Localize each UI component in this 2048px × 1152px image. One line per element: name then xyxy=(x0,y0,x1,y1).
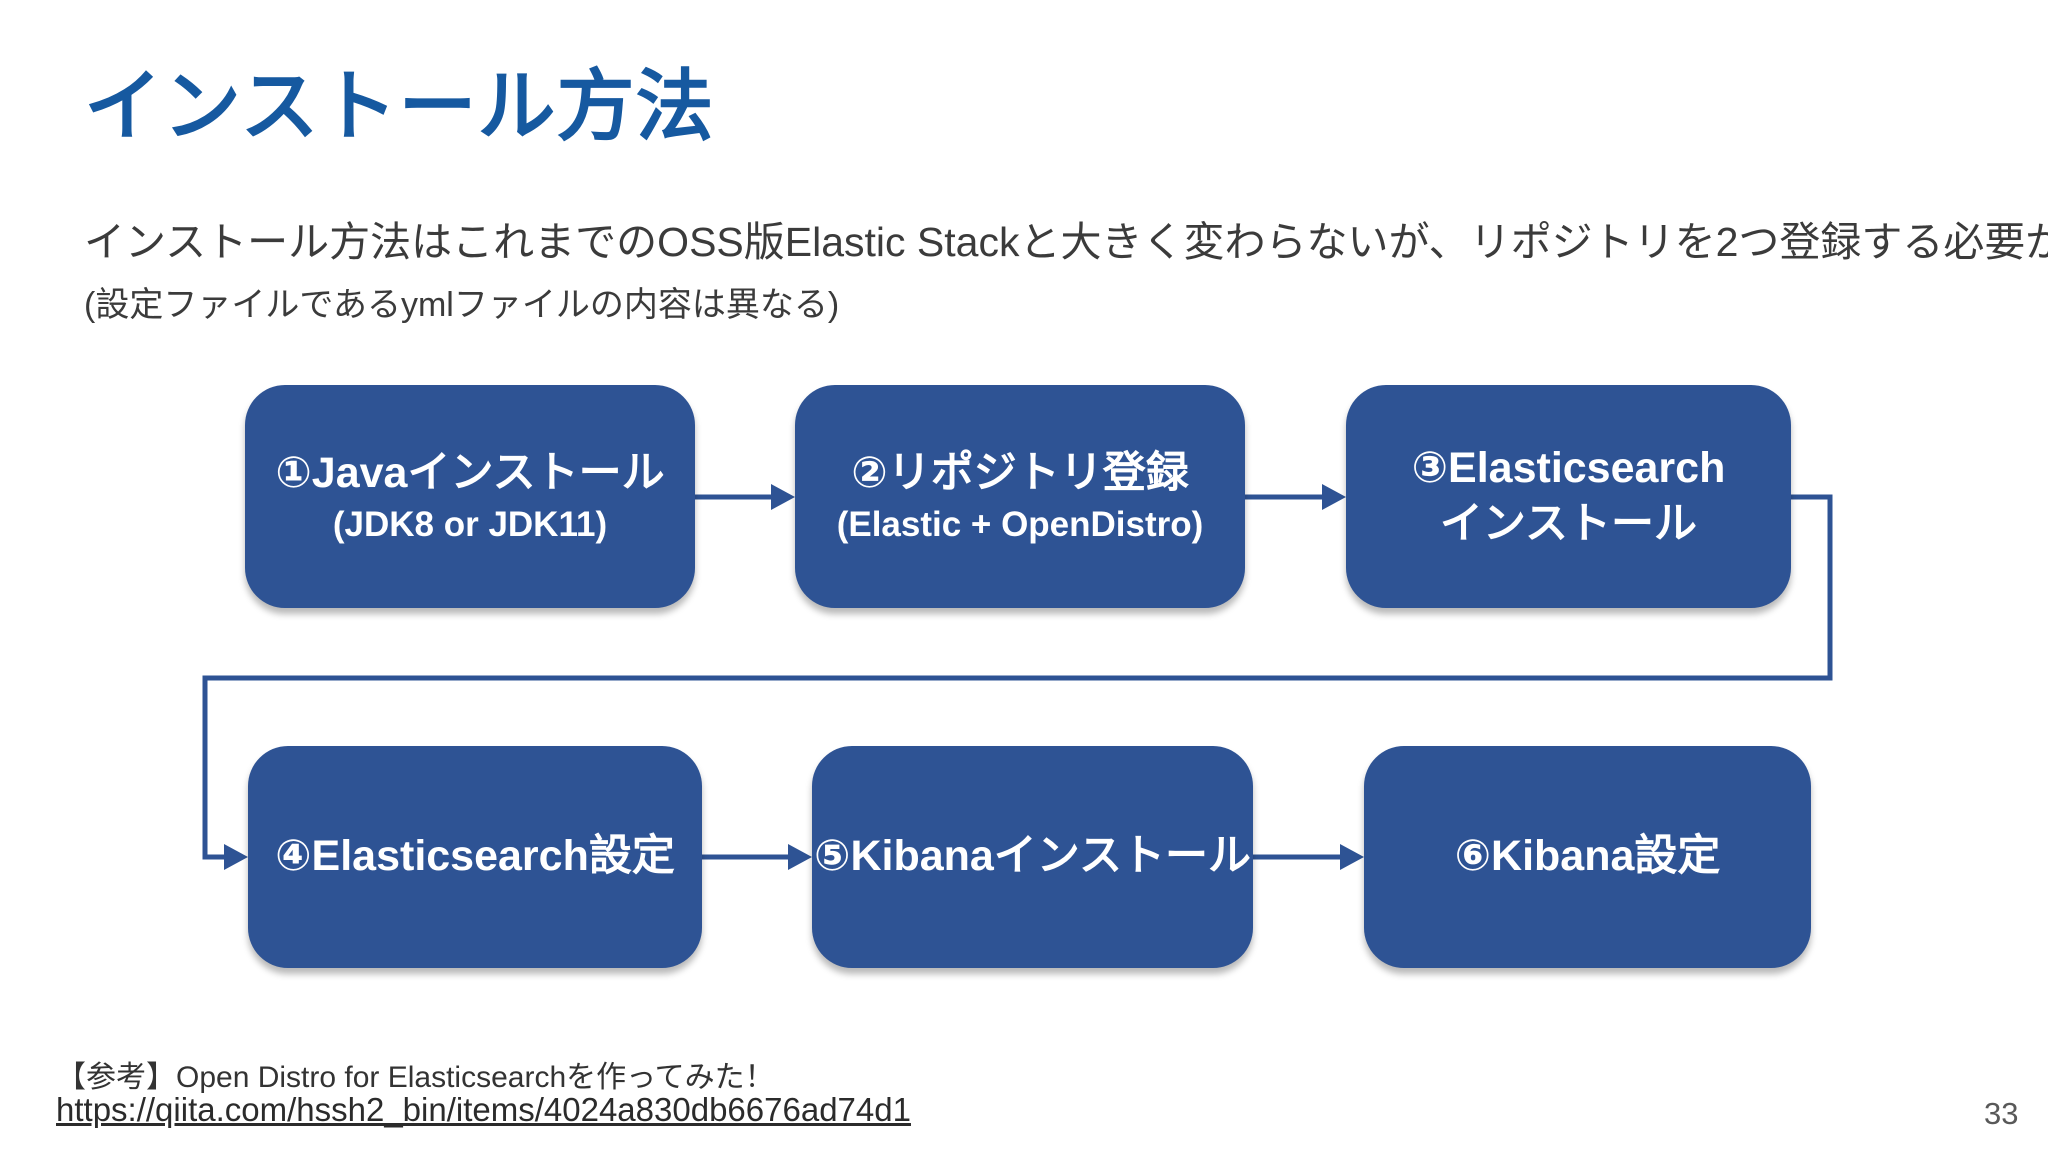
flow-step-6-kibana-config: ⑥Kibana設定 xyxy=(1364,746,1811,968)
arrowhead-icon xyxy=(224,844,248,870)
arrowhead-icon xyxy=(771,484,795,510)
qiita-reference-link[interactable]: https://qiita.com/hssh2_bin/items/4024a8… xyxy=(56,1091,911,1128)
flow-step-1-java-install: ①Javaインストール (JDK8 or JDK11) xyxy=(245,385,695,608)
flow-step-2-sublabel: (Elastic + OpenDistro) xyxy=(836,504,1204,544)
reference-note: 【参考】Open Distro for Elasticsearchを作ってみた！ xyxy=(56,1061,775,1094)
arrowhead-icon xyxy=(788,844,812,870)
flow-step-1-label: ①Javaインストール xyxy=(275,448,665,497)
arrowhead-icon xyxy=(1340,844,1364,870)
flow-step-6-label: ⑥Kibana設定 xyxy=(1454,832,1721,881)
flow-step-4-label: ④Elasticsearch設定 xyxy=(275,832,675,881)
flow-step-5-kibana-install: ⑤Kibanaインストール xyxy=(812,746,1253,968)
flow-step-2-label: ②リポジトリ登録 xyxy=(851,448,1189,497)
flow-step-3-elasticsearch-install: ③Elasticsearch インストール xyxy=(1346,385,1791,608)
flow-step-5-label: ⑤Kibanaインストール xyxy=(814,832,1251,881)
arrowhead-icon xyxy=(1322,484,1346,510)
page-number: 33 xyxy=(1984,1096,2019,1131)
flow-step-4-elasticsearch-config: ④Elasticsearch設定 xyxy=(248,746,702,968)
flow-step-3-label: ③Elasticsearch xyxy=(1411,443,1726,492)
slide-description: インストール方法はこれまでのOSS版Elastic Stackと大きく変わらない… xyxy=(84,208,2048,326)
page-title: インストール方法 xyxy=(84,62,715,150)
flow-step-1-sublabel: (JDK8 or JDK11) xyxy=(332,504,608,544)
description-line-1: インストール方法はこれまでのOSS版Elastic Stackと大きく変わらない… xyxy=(84,219,2048,265)
flow-step-3-sublabel: インストール xyxy=(1439,499,1698,548)
flow-step-2-repository-register: ②リポジトリ登録 (Elastic + OpenDistro) xyxy=(795,385,1245,608)
description-line-2: (設定ファイルであるymlファイルの内容は異なる) xyxy=(84,286,840,324)
